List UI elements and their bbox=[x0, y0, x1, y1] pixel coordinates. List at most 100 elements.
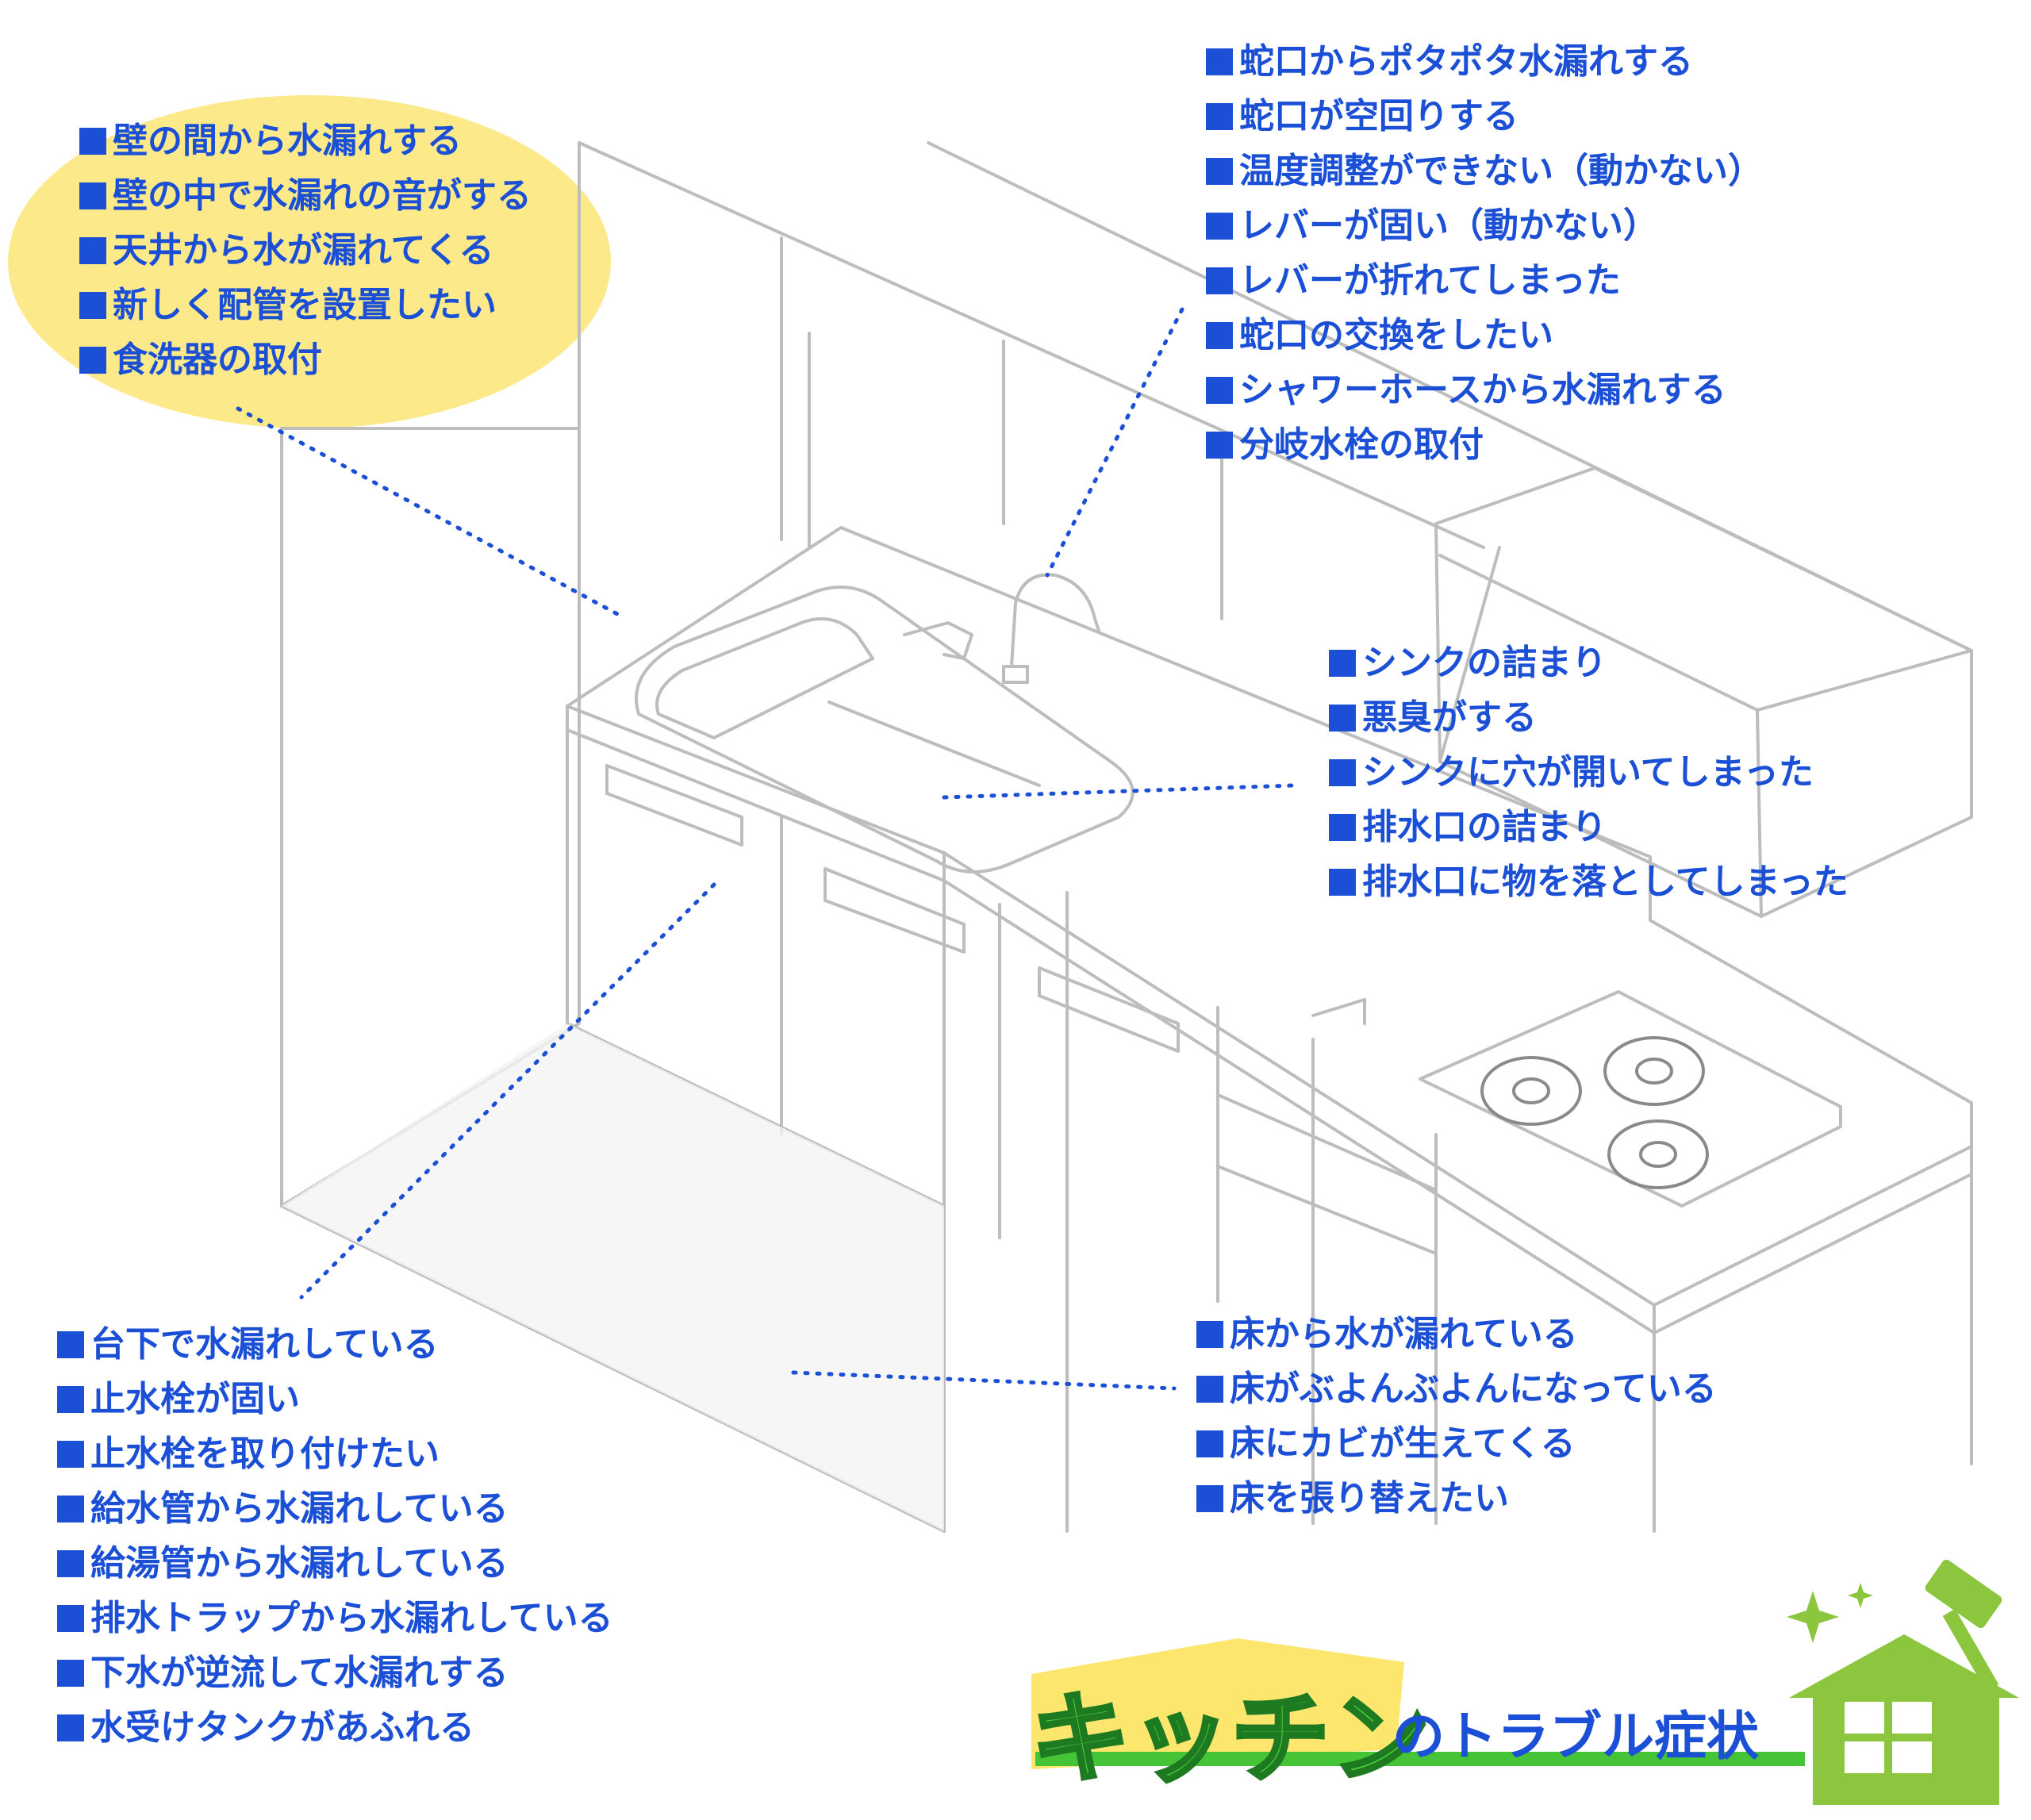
trouble-item-text: シンクに穴が開いてしまった bbox=[1362, 752, 1814, 793]
leader-lines bbox=[236, 307, 1296, 1391]
trouble-item-text: 天井から水が漏れてくる bbox=[113, 230, 494, 271]
trouble-item-text: 悪臭がする bbox=[1362, 697, 1537, 738]
leader-sink bbox=[942, 783, 1296, 800]
trouble-item: 食洗器の取付 bbox=[79, 332, 532, 387]
trouble-item-text: 床にカビが生えてくる bbox=[1230, 1423, 1576, 1464]
trouble-item: シンクに穴が開いてしまった bbox=[1329, 745, 1849, 800]
bullet-square-icon bbox=[1206, 212, 1233, 240]
trouble-item-text: 壁の中で水漏れの音がする bbox=[113, 175, 532, 216]
trouble-item-text: 排水口の詰まり bbox=[1362, 807, 1607, 847]
trouble-item: 壁の間から水漏れする bbox=[79, 113, 532, 168]
leader-floor bbox=[791, 1370, 1177, 1391]
bullet-square-icon bbox=[57, 1385, 84, 1413]
trouble-item: 排水口に物を落としてしまった bbox=[1329, 854, 1849, 909]
stove-burners bbox=[1480, 1036, 1709, 1189]
trouble-item-text: レバーが固い（動かない） bbox=[1239, 205, 1658, 246]
trouble-item-text: 排水口に物を落としてしまった bbox=[1362, 862, 1849, 902]
bullet-square-icon bbox=[1206, 376, 1233, 404]
trouble-item: レバーが固い（動かない） bbox=[1206, 198, 1763, 253]
leader-under-counter bbox=[299, 882, 716, 1300]
trouble-item-text: 分岐水栓の取付 bbox=[1239, 424, 1484, 465]
bullet-square-icon bbox=[1196, 1320, 1223, 1348]
bullet-square-icon bbox=[1206, 267, 1233, 294]
trouble-item-text: 水受けタンクがあふれる bbox=[90, 1707, 474, 1748]
trouble-item: 蛇口が空回りする bbox=[1206, 89, 1763, 144]
bullet-square-icon bbox=[79, 291, 106, 319]
bullet-square-icon bbox=[1329, 868, 1356, 896]
trouble-item-text: 床から水が漏れている bbox=[1230, 1314, 1578, 1354]
wall-trouble-list: 壁の間から水漏れする壁の中で水漏れの音がする天井から水が漏れてくる新しく配管を設… bbox=[79, 113, 532, 387]
trouble-item: 蛇口の交換をしたい bbox=[1206, 308, 1763, 363]
bullet-square-icon bbox=[1206, 431, 1233, 459]
floor-trouble-list: 床から水が漏れている床がぶよんぶよんになっている床にカビが生えてくる床を張り替え… bbox=[1196, 1307, 1717, 1526]
burner-3 bbox=[1607, 1119, 1709, 1189]
trouble-item-text: 止水栓を取り付けたい bbox=[90, 1434, 440, 1474]
under-counter-trouble-list: 台下で水漏れしている止水栓が固い止水栓を取り付けたい給水管から水漏れしている給湯… bbox=[57, 1317, 613, 1755]
burner-2 bbox=[1603, 1036, 1705, 1106]
trouble-item-text: 蛇口の交換をしたい bbox=[1239, 315, 1553, 355]
bullet-square-icon bbox=[1329, 758, 1356, 786]
trouble-item-text: 給水管から水漏れしている bbox=[90, 1488, 509, 1529]
trouble-item-text: 止水栓が固い bbox=[90, 1379, 300, 1419]
trouble-item: 壁の中で水漏れの音がする bbox=[79, 168, 532, 223]
trouble-item: 止水栓が固い bbox=[57, 1372, 613, 1426]
bullet-square-icon bbox=[57, 1549, 84, 1577]
hammer-icon bbox=[1925, 1559, 2002, 1692]
trouble-item: シンクの詰まり bbox=[1329, 635, 1849, 690]
sparkle-icon bbox=[1787, 1583, 1998, 1768]
bullet-square-icon bbox=[1206, 102, 1233, 130]
bullet-square-icon bbox=[57, 1495, 84, 1522]
bullet-square-icon bbox=[1196, 1484, 1223, 1512]
trouble-item-text: レバーが折れてしまった bbox=[1239, 260, 1621, 301]
trouble-item: 水受けタンクがあふれる bbox=[57, 1700, 613, 1755]
trouble-item-text: シンクの詰まり bbox=[1362, 643, 1607, 683]
bullet-square-icon bbox=[1206, 321, 1233, 349]
title-block: キッチン のトラブル症状 bbox=[1016, 1575, 2007, 1813]
bullet-square-icon bbox=[79, 182, 106, 209]
bullet-square-icon bbox=[1329, 813, 1356, 841]
bullet-square-icon bbox=[79, 236, 106, 264]
trouble-item-text: 温度調整ができない（動かない） bbox=[1239, 151, 1763, 191]
trouble-item-text: 下水が逆流して水漏れする bbox=[90, 1653, 509, 1693]
trouble-item-text: 食洗器の取付 bbox=[113, 340, 322, 380]
faucet-trouble-list: 蛇口からポタポタ水漏れする蛇口が空回りする温度調整ができない（動かない） レバーが… bbox=[1206, 34, 1763, 472]
bullet-square-icon bbox=[57, 1440, 84, 1468]
trouble-item: 床がぶよんぶよんになっている bbox=[1196, 1361, 1717, 1416]
title-subtitle: のトラブル症状 bbox=[1392, 1706, 1759, 1767]
green-underline bbox=[1035, 1752, 1805, 1766]
burner-1-center bbox=[1512, 1077, 1550, 1104]
burner-2-center bbox=[1635, 1058, 1673, 1085]
kitchen-line-art bbox=[280, 141, 1973, 1533]
trouble-item-text: 新しく配管を設置したい bbox=[113, 285, 497, 325]
burner-3-center bbox=[1639, 1141, 1677, 1168]
bullet-square-icon bbox=[79, 127, 106, 155]
trouble-item-text: 給湯管から水漏れしている bbox=[90, 1543, 509, 1584]
trouble-item: 悪臭がする bbox=[1329, 690, 1849, 745]
trouble-item: 新しく配管を設置したい bbox=[79, 278, 532, 332]
bullet-square-icon bbox=[1329, 704, 1356, 731]
trouble-item-text: 壁の間から水漏れする bbox=[113, 121, 462, 161]
wall-highlight bbox=[8, 95, 611, 428]
bullet-square-icon bbox=[1206, 157, 1233, 185]
trouble-item: 床を張り替えたい bbox=[1196, 1471, 1717, 1526]
trouble-item-text: シャワーホースから水漏れする bbox=[1239, 370, 1726, 410]
trouble-item: 排水口の詰まり bbox=[1329, 800, 1849, 854]
bullet-square-icon bbox=[1196, 1430, 1223, 1457]
trouble-item-text: 床がぶよんぶよんになっている bbox=[1230, 1369, 1717, 1409]
trouble-item: 温度調整ができない（動かない） bbox=[1206, 144, 1763, 198]
title-main: キッチン bbox=[1029, 1680, 1432, 1799]
trouble-item-text: 蛇口が空回りする bbox=[1239, 96, 1518, 136]
house-icon bbox=[1789, 1634, 2019, 1805]
trouble-item: 給湯管から水漏れしている bbox=[57, 1536, 613, 1591]
trouble-item: シャワーホースから水漏れする bbox=[1206, 363, 1763, 417]
trouble-item: 台下で水漏れしている bbox=[57, 1317, 613, 1372]
trouble-item-text: 排水トラップから水漏れしている bbox=[90, 1598, 613, 1638]
trouble-item-text: 蛇口からポタポタ水漏れする bbox=[1239, 41, 1693, 82]
leader-wall bbox=[236, 406, 621, 617]
trouble-item-text: 床を張り替えたい bbox=[1230, 1478, 1509, 1519]
leader-faucet bbox=[1045, 307, 1184, 578]
trouble-item: 下水が逆流して水漏れする bbox=[57, 1645, 613, 1700]
trouble-item: 分岐水栓の取付 bbox=[1206, 417, 1763, 472]
